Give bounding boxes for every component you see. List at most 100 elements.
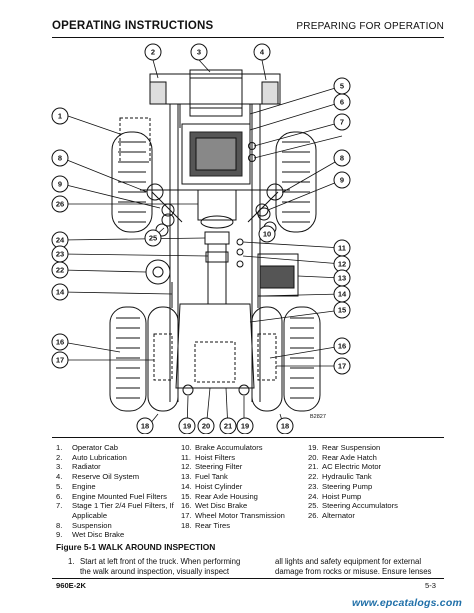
- svg-text:4: 4: [260, 48, 265, 57]
- rear-right-inner-tire: [251, 306, 283, 412]
- legend-item: 24.Hoist Pump: [308, 491, 362, 501]
- svg-text:7: 7: [340, 118, 344, 127]
- legend-item: 13.Fuel Tank: [181, 472, 228, 482]
- page-header: OPERATING INSTRUCTIONS PREPARING FOR OPE…: [52, 20, 444, 36]
- right-suspension: [266, 183, 284, 201]
- callout-14-left: 14: [51, 283, 69, 301]
- svg-text:26: 26: [56, 200, 64, 209]
- legend-item: 18.Rear Tires: [181, 520, 231, 530]
- model-number: 960E-2K: [56, 581, 86, 590]
- legend-column-1: 1.Operator Cab 2.Auto Lubrication 3.Radi…: [56, 443, 174, 540]
- callout-9-right: 9: [333, 171, 351, 189]
- fuel-tank: [257, 253, 299, 297]
- engine: [181, 123, 251, 185]
- continued-text-line-1: all lights and safety equipment for exte…: [275, 557, 422, 566]
- callout-11: 11: [333, 239, 351, 257]
- steering-accumulator-right: [155, 223, 169, 237]
- callout-23: 23: [51, 245, 69, 263]
- legend-item: 17.Wheel Motor Transmission: [181, 510, 285, 520]
- callout-14-right: 14: [333, 285, 351, 303]
- subsection-title: PREPARING FOR OPERATION: [296, 21, 444, 32]
- svg-text:22: 22: [56, 266, 64, 275]
- legend-item: 9.Wet Disc Brake: [56, 530, 125, 540]
- svg-text:16: 16: [338, 342, 346, 351]
- svg-text:2: 2: [151, 48, 155, 57]
- svg-text:13: 13: [338, 274, 346, 283]
- callout-25: 25: [144, 229, 162, 247]
- callout-26: 26: [51, 195, 69, 213]
- callout-21: 21: [219, 417, 237, 434]
- callout-13: 13: [333, 269, 351, 287]
- legend-item: 2.Auto Lubrication: [56, 452, 127, 462]
- svg-text:8: 8: [58, 154, 62, 163]
- front-right-tire: [275, 131, 317, 233]
- legend-item: 6.Engine Mounted Fuel Filters: [56, 491, 167, 501]
- legend-item: 23.Steering Pump: [308, 481, 373, 491]
- svg-text:18: 18: [141, 422, 149, 431]
- operator-cab: [119, 117, 151, 163]
- legend-item: 22.Hydraulic Tank: [308, 472, 372, 482]
- rear-right-outer-tire: [283, 306, 321, 412]
- legend-item: 5.Engine: [56, 481, 96, 491]
- alternator: [197, 189, 237, 221]
- callout-6: 6: [333, 93, 351, 111]
- legend-item: 12.Steering Filter: [181, 462, 243, 472]
- page-number: 5-3: [425, 581, 436, 590]
- callout-19-right: 19: [236, 417, 254, 434]
- hoist-pump: [204, 231, 230, 245]
- legend-item: 7.Stage 1 Tier 2/4 Fuel Filters, If: [56, 501, 174, 511]
- svg-text:23: 23: [56, 250, 64, 259]
- legend-column-2: 10.Brake Accumulators 11.Hoist Filters 1…: [181, 443, 285, 530]
- legend-item: 11.Hoist Filters: [181, 452, 236, 462]
- step-text-line-1: Start at left front of the truck. When p…: [80, 557, 241, 566]
- legend-item: 16.Wet Disc Brake: [181, 501, 248, 511]
- legend-item-continued: Applicable: [72, 510, 108, 520]
- front-left-tire: [111, 131, 153, 233]
- svg-text:8: 8: [340, 154, 344, 163]
- callout-12: 12: [333, 255, 351, 273]
- callout-15: 15: [333, 301, 351, 319]
- svg-text:17: 17: [338, 362, 346, 371]
- svg-text:25: 25: [149, 234, 157, 243]
- diagram-rule: [52, 437, 444, 438]
- front-right-mount: [261, 81, 279, 105]
- front-left-mount: [149, 81, 167, 105]
- rear-suspension-left: [182, 384, 194, 396]
- legend-item: 10.Brake Accumulators: [181, 443, 263, 452]
- hydraulic-tank: [145, 259, 171, 285]
- callout-1: 1: [51, 107, 69, 125]
- svg-text:10: 10: [263, 230, 271, 239]
- svg-text:9: 9: [340, 176, 344, 185]
- callout-9-left: 9: [51, 175, 69, 193]
- callout-7: 7: [333, 113, 351, 131]
- callout-17-left: 17: [51, 351, 69, 369]
- svg-text:9: 9: [58, 180, 62, 189]
- driveline: [207, 243, 227, 305]
- left-suspension: [146, 183, 164, 201]
- callout-3: 3: [190, 43, 208, 61]
- callout-22: 22: [51, 261, 69, 279]
- legend-item: 19.Rear Suspension: [308, 443, 381, 452]
- legend-item: 4.Reserve Oil System: [56, 472, 140, 482]
- svg-text:1: 1: [58, 112, 62, 121]
- svg-text:14: 14: [56, 288, 65, 297]
- rear-axle-hatch: [194, 341, 236, 383]
- svg-text:12: 12: [338, 260, 346, 269]
- legend-item: 26.Alternator: [308, 510, 355, 520]
- callout-8-left: 8: [51, 149, 69, 167]
- legend-item: 14.Hoist Cylinder: [181, 481, 243, 491]
- callout-18-right: 18: [276, 417, 294, 434]
- legend-item: 3.Radiator: [56, 462, 101, 472]
- right-wheel-motor: [257, 333, 277, 381]
- callout-10: 10: [258, 225, 276, 243]
- legend-item: 25.Steering Accumulators: [308, 501, 398, 511]
- callout-17-right: 17: [333, 357, 351, 375]
- legend-item: 8.Suspension: [56, 520, 112, 530]
- continued-text-line-2: damage from rocks or misuse. Ensure lens…: [275, 567, 432, 576]
- figure-code: B2827: [310, 414, 326, 420]
- header-rule: [52, 37, 444, 38]
- callout-18-left: 18: [136, 417, 154, 434]
- brake-accumulator-1: [257, 207, 271, 221]
- legend-item: 1.Operator Cab: [56, 443, 119, 452]
